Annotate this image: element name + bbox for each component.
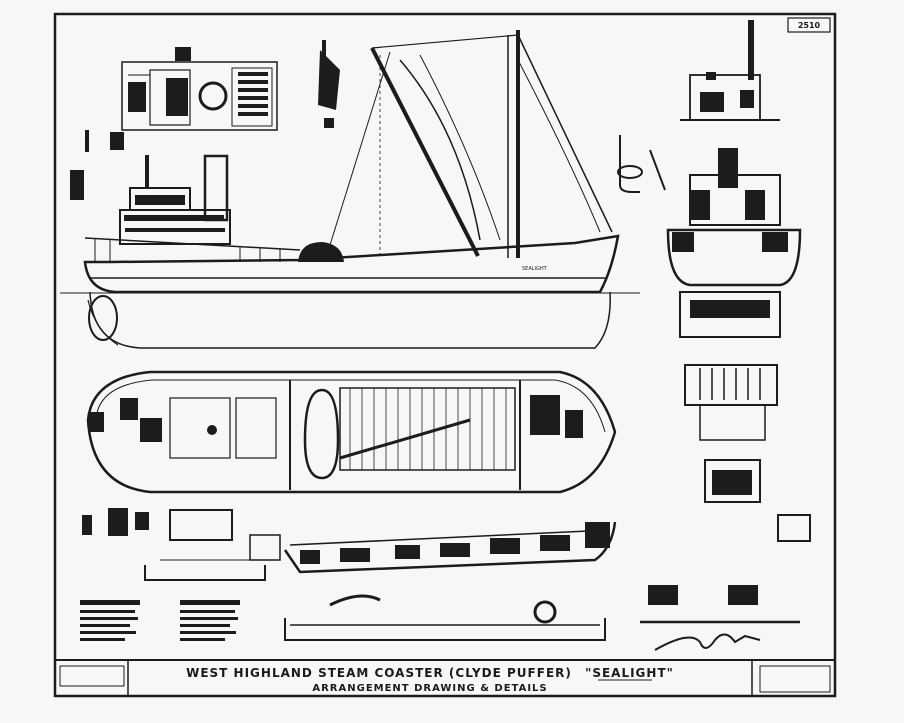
hull-name-label: SEALIGHT [522,266,548,272]
notes-blocks [80,600,240,641]
sheet-number-box: 2510 [787,17,831,33]
svg-text:WEST HIGHLAND STEAM COASTER (C: WEST HIGHLAND STEAM COASTER (CLYDE PUFFE… [186,666,674,680]
inboard-profile-section [249,521,617,574]
deck-plan-view [86,370,617,494]
bottom-right-details [640,514,811,624]
drawing-border [53,12,837,698]
stern-elevation-main [666,148,802,287]
sheet-number: 2510 [798,21,821,30]
vessel-name: "SEALIGHT" [585,666,674,680]
hull-section-views [679,291,781,503]
hold-section-detail [284,594,606,641]
small-fittings-details [70,40,340,200]
title-block: WEST HIGHLAND STEAM COASTER (CLYDE PUFFE… [59,665,831,694]
davit-detail [617,135,666,193]
drawing-title: WEST HIGHLAND STEAM COASTER (CLYDE PUFFE… [186,666,572,680]
bottom-left-details [82,508,266,581]
side-elevation-profile: SEALIGHT [60,30,640,349]
drawing-subtitle: ARRANGEMENT DRAWING & DETAILS [312,683,547,694]
designer-signature [654,633,761,651]
stern-elevation-top [680,20,780,121]
wheelhouse-plan-detail [121,47,278,131]
